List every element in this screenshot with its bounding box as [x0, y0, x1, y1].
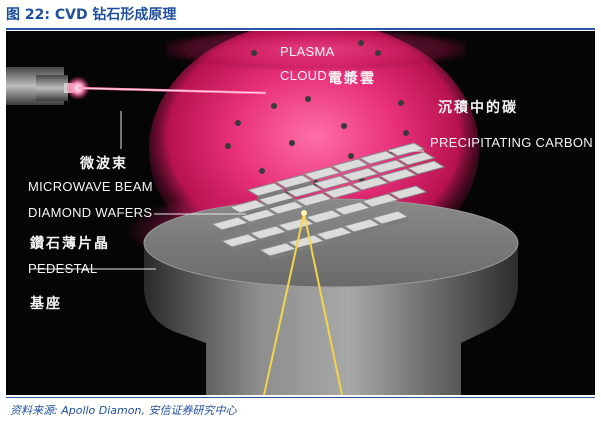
figure-source: 资料来源: Apollo Diamon, 安信证券研究中心 — [10, 404, 237, 417]
title-divider — [6, 28, 595, 30]
plasma-label-line1: PLASMA — [280, 44, 335, 59]
wafers-label-en: DIAMOND WAFERS — [28, 205, 153, 220]
microwave-label-cn: 微波束 — [80, 156, 128, 172]
pedestal-label-en: PEDESTAL — [28, 261, 98, 276]
cvd-diagram-svg — [6, 31, 519, 395]
pedestal-label-cn: 基座 — [30, 296, 62, 312]
plasma-label-line2: CLOUD — [280, 68, 328, 83]
carbon-label-en: PRECIPITATING CARBON — [430, 135, 593, 150]
microwave-emitter-icon — [6, 67, 90, 105]
pedestal — [143, 198, 519, 395]
microwave-label-en: MICROWAVE BEAM — [28, 179, 153, 194]
carbon-label-cn: 沉積中的碳 — [438, 100, 518, 116]
cvd-illustration: PLASMA CLOUD 電漿雲 沉積中的碳 PRECIPITATING CAR… — [6, 31, 595, 395]
wafers-label-cn: 鑽石薄片晶 — [30, 236, 110, 252]
figure-title: 图 22: CVD 钻石形成原理 — [6, 7, 177, 23]
diamond-wafers — [210, 142, 446, 260]
plasma-label-cn: 電漿雲 — [328, 71, 376, 87]
source-divider — [6, 397, 595, 398]
laser-beam — [263, 210, 343, 395]
